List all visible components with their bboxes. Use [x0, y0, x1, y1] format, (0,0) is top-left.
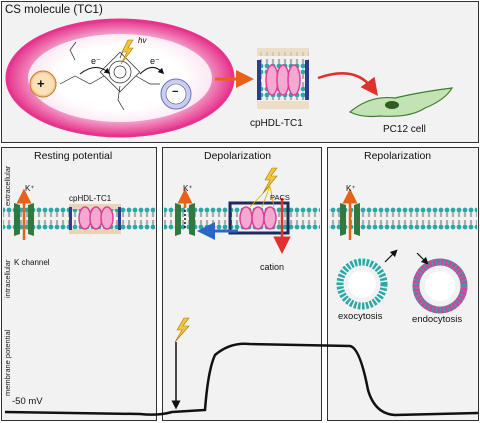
- electron-right-label: e⁻: [150, 56, 160, 66]
- pacs-label: PACS: [270, 193, 290, 202]
- extracellular-label: extracellular: [3, 165, 12, 206]
- k-channel-resting: [14, 188, 34, 240]
- resting-title: Resting potential: [34, 150, 113, 162]
- repol-title: Repolarization: [364, 150, 432, 162]
- pc12-cell: [348, 87, 454, 118]
- cation-label: cation: [260, 262, 285, 272]
- light-icon-depol: [262, 167, 278, 194]
- intracellular-label: intracellular: [3, 259, 12, 298]
- cphdl-resting-label: cpHDL-TC1: [69, 194, 112, 203]
- acceptor-minus: −: [172, 86, 179, 98]
- k-ion-depol: K⁺: [183, 184, 193, 193]
- pc12-label: PC12 cell: [383, 124, 426, 135]
- membrane-potential-label: membrane potential: [3, 329, 12, 396]
- depol-title: Depolarization: [204, 150, 272, 162]
- top-title: CS molecule (TC1): [5, 4, 103, 16]
- k-channel-repol: [340, 188, 360, 240]
- cphdl-top: [257, 48, 309, 109]
- potential-trace: [4, 342, 479, 417]
- k-ion-resting: K⁺: [25, 184, 35, 193]
- donor-plus: +: [37, 76, 45, 91]
- resting-value-label: -50 mV: [12, 396, 43, 407]
- hv-label: hv: [138, 36, 147, 45]
- k-channel-label: K channel: [14, 258, 50, 267]
- k-ion-repol: K⁺: [346, 184, 356, 193]
- light-icon-trigger: [174, 317, 190, 343]
- cphdl-top-label: cpHDL-TC1: [250, 118, 303, 129]
- exocytosis-label: exocytosis: [338, 311, 383, 322]
- pacs-complex: [197, 185, 291, 254]
- electron-left-label: e⁻: [91, 56, 101, 66]
- k-channel-depol: [175, 188, 195, 236]
- light-icon-top: [120, 39, 134, 65]
- cphdl-resting: [69, 204, 121, 234]
- exocytosis-vesicle: [336, 258, 388, 310]
- endocytosis-label: endocytosis: [412, 314, 463, 325]
- membrane-repol: [329, 207, 477, 230]
